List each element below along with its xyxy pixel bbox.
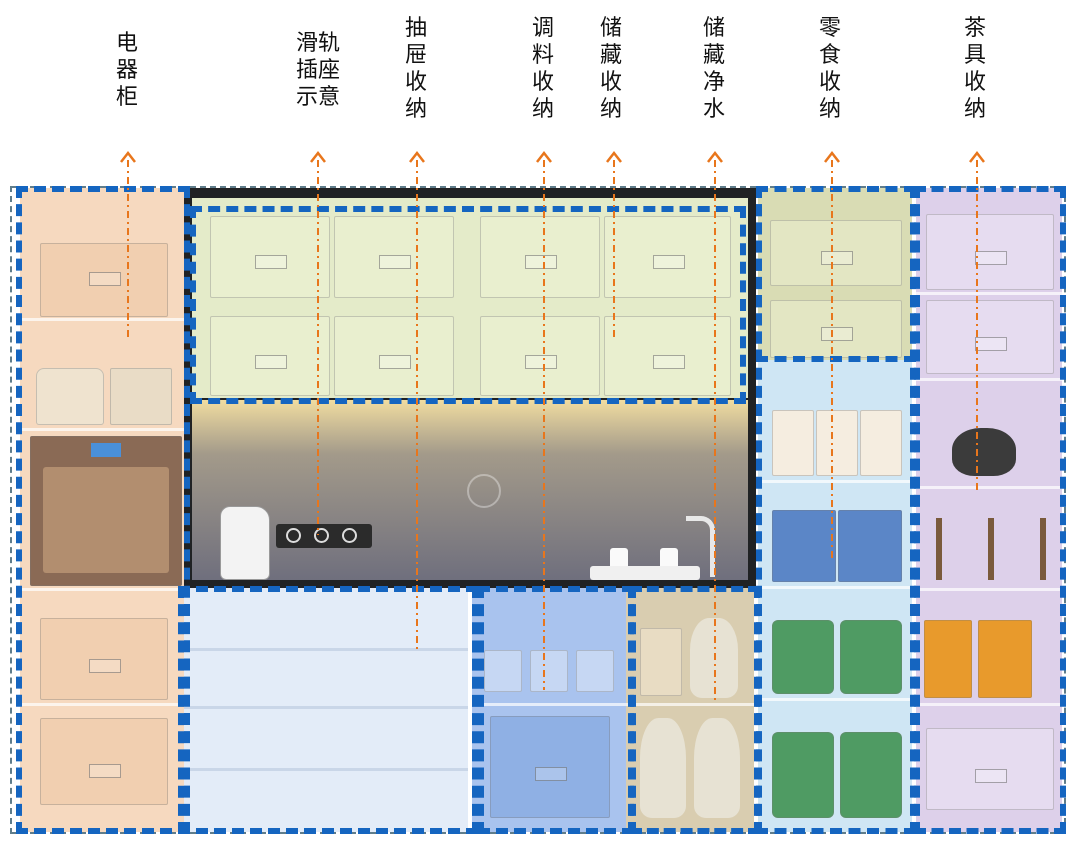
zone-water [626, 588, 754, 832]
storage-box [210, 316, 330, 396]
label-water-storage: 储 藏 净 水 [703, 16, 726, 122]
arrow-up-icon [824, 150, 840, 163]
label-appliance-cabinet: 电 器 柜 [116, 31, 139, 110]
storage-box [40, 243, 168, 317]
zone-snack-top [758, 188, 912, 360]
label-rail-socket: 滑轨 插座 示意 [296, 31, 341, 110]
zone-border-appliance [16, 186, 190, 834]
label-seasoning-storage: 调 料 收 纳 [532, 16, 555, 122]
arrow-up-icon [120, 150, 136, 163]
drink-cans [840, 732, 902, 818]
storage-box [480, 316, 600, 396]
snack-bag [772, 410, 814, 476]
brand-logo-icon [467, 474, 501, 508]
socket-rail [276, 524, 372, 548]
zone-border-snack [756, 186, 916, 834]
storage-box [210, 216, 330, 298]
oven [30, 436, 182, 586]
label-tea-storage: 茶 具 收 纳 [964, 16, 987, 122]
tea-box [924, 620, 972, 698]
zone-snack [758, 360, 912, 832]
arrow-up-icon [606, 150, 622, 163]
tea-box [978, 620, 1032, 698]
storage-box [334, 216, 454, 298]
rice-cooker [36, 368, 104, 425]
arrow-up-icon [409, 150, 425, 163]
drink-cans [772, 620, 834, 694]
chips-bag [838, 510, 902, 582]
faucet [686, 516, 715, 577]
storage-box [480, 216, 600, 298]
chips-bag [772, 510, 836, 582]
storage-box [40, 618, 168, 700]
zone-border-upper [190, 206, 746, 404]
snack-bag [860, 410, 902, 476]
drink-cans [840, 620, 902, 694]
water-carton [640, 628, 682, 696]
arrow-up-icon [536, 150, 552, 163]
storage-box [604, 316, 731, 396]
zone-border-drawers [178, 586, 478, 834]
label-snack-storage: 零 食 收 纳 [819, 16, 842, 122]
arrow-up-icon [310, 150, 326, 163]
arrow-up-icon [707, 150, 723, 163]
toaster [110, 368, 172, 425]
zone-drawers [184, 588, 468, 832]
storage-box [604, 216, 731, 298]
arrow-up-icon [969, 150, 985, 163]
cup-rack [936, 518, 1046, 580]
storage-box [334, 316, 454, 396]
water-bottle [640, 718, 686, 818]
zone-tea [916, 188, 1062, 832]
snack-bag [816, 410, 858, 476]
cabinet-diagram [10, 186, 1066, 834]
water-purifier-cups [590, 548, 700, 580]
zone-appliance-cabinet [20, 188, 184, 832]
teapot-icon [952, 428, 1016, 476]
drink-cans [772, 732, 834, 818]
zone-seasoning [472, 588, 626, 832]
label-general-storage: 储 藏 收 纳 [600, 16, 623, 122]
storage-box [40, 718, 168, 805]
label-drawer-storage: 抽 屉 收 纳 [405, 16, 428, 122]
water-bottle [694, 718, 740, 818]
kettle [220, 506, 270, 580]
zone-border-tea [914, 186, 1066, 834]
